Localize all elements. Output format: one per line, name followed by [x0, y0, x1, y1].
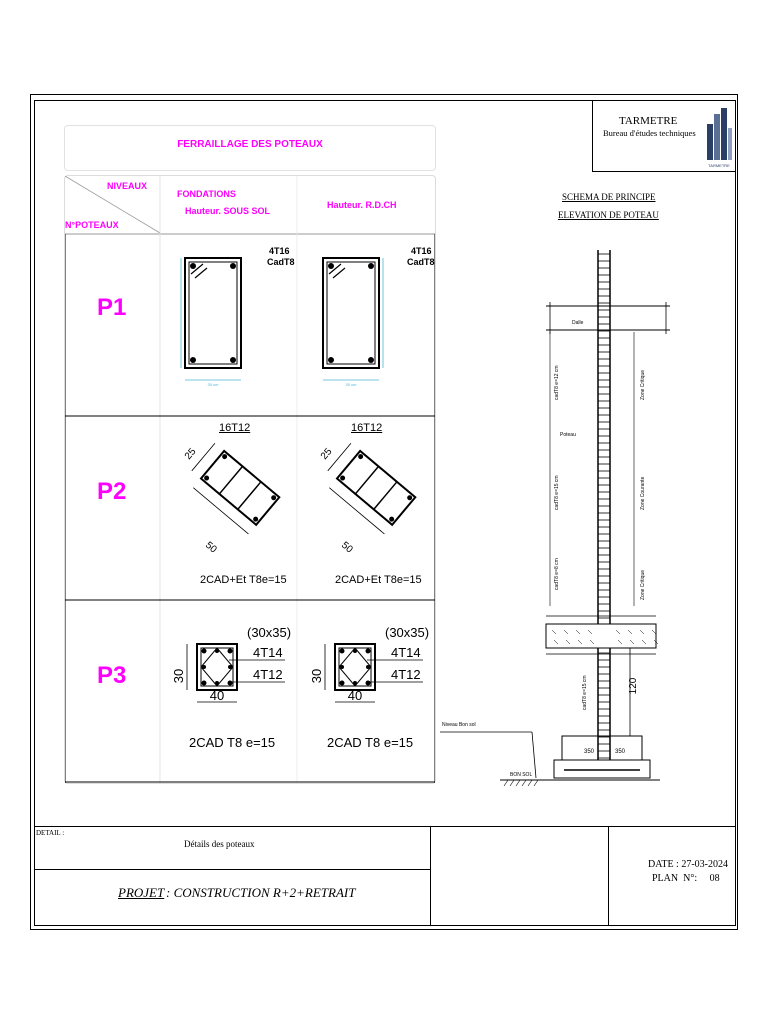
column-elevation-drawing: Dalle Poteau cadT8 e=12 cm cadT8 e=15 cm… — [440, 250, 670, 787]
p3-col2-stirrups: 2CAD T8 e=15 — [327, 735, 414, 750]
table-title: FERRAILLAGE DES POTEAUX — [64, 125, 436, 171]
dim-350-right: 350 — [615, 749, 626, 755]
row-label-p2: P2 — [97, 478, 127, 505]
rebar-table: NIVEAUX N°POTEAUX FONDATIONS Hauteur. SO… — [64, 175, 436, 784]
bon-sol-label: BON SOL — [510, 772, 532, 778]
projet-value: : CONSTRUCTION R+2+RETRAIT — [166, 885, 356, 900]
header-rdch: Hauteur. R.D.CH — [327, 200, 397, 210]
plan-number: PLAN N°: 08 — [652, 873, 720, 884]
p3-col2-height: 30 — [311, 669, 324, 683]
p3-col1-stirrups: 2CAD T8 e=15 — [189, 735, 276, 750]
left-label-3: cadT8 e=8 cm — [554, 558, 560, 590]
poteau-label: Poteau — [560, 432, 576, 438]
p2-col1-bottom: 2CAD+Et T8e=15 — [200, 574, 287, 586]
dalle-label: Dalle — [572, 320, 584, 326]
plan-date: DATE : 27-03-2024 — [648, 859, 728, 870]
company-name: TARMETRE — [619, 115, 678, 127]
dim-120: 120 — [628, 677, 639, 694]
logo-text: TARMETRE — [708, 163, 730, 168]
company-cartouche: TARMETRE Bureau d'études techniques TARM… — [592, 100, 736, 172]
svg-text:30 cm: 30 cm — [208, 382, 220, 387]
left-label-1: cadT8 e=12 cm — [554, 365, 560, 400]
footer-vline-2 — [608, 827, 609, 925]
p3-col2-section: (30x35) — [385, 625, 430, 640]
p1-col1-stirrups: CadT8 — [267, 257, 295, 267]
right-label-1: Zone Critique — [640, 370, 646, 400]
p2-col2-top: 16T12 — [351, 422, 383, 434]
p1-col1-bars: 4T16 — [269, 246, 290, 256]
p2-col2-dim-short: 25 — [319, 446, 335, 462]
footer-vline-1 — [430, 827, 431, 925]
header-npoteaux: N°POTEAUX — [65, 220, 119, 230]
footer-hline — [34, 869, 430, 870]
p2-col1-dim-long: 50 — [203, 540, 219, 556]
p3-section-col1: 30 40 4T14 4T12 — [173, 643, 285, 703]
column-ties — [598, 253, 610, 759]
row-label-p3: P3 — [97, 662, 127, 689]
building-logo-icon: TARMETRE — [707, 108, 732, 168]
schema-title-2: ELEVATION DE POTEAU — [558, 210, 659, 220]
footer-block: DETAIL : Détails des poteaux PROJET : CO… — [34, 826, 736, 926]
p3-col2-bars-b: 4T12 — [391, 667, 421, 682]
detail-value: Détails des poteaux — [184, 839, 255, 849]
left-label-2: cadT8 e=15 cm — [554, 475, 560, 510]
p3-col1-width: 40 — [210, 688, 224, 703]
projet-label: PROJET — [118, 885, 165, 900]
table-grid — [65, 176, 435, 783]
p2-col2-dim-long: 50 — [339, 540, 355, 556]
niveau-bon-sol-label: Niveau Bon sol — [442, 722, 476, 728]
left-label-lower: cadT8 e=15 cm — [582, 675, 588, 710]
p3-section-col2: 30 40 4T14 4T12 — [311, 643, 423, 703]
p3-col1-height: 30 — [173, 669, 186, 683]
p3-col2-bars-a: 4T14 — [391, 645, 421, 660]
right-label-2: Zone Courante — [640, 476, 646, 510]
row-label-p1: P1 — [97, 294, 127, 321]
svg-text:30 cm: 30 cm — [346, 382, 358, 387]
schema-title-1: SCHEMA DE PRINCIPE — [562, 192, 656, 202]
p3-col2-width: 40 — [348, 688, 362, 703]
p2-section-col1: 25 50 — [183, 442, 281, 556]
p1-section-col1: 30 cm — [180, 257, 242, 387]
dim-350-left: 350 — [584, 749, 595, 755]
p2-col2-bottom: 2CAD+Et T8e=15 — [335, 574, 422, 586]
p1-col2-bars: 4T16 — [411, 246, 432, 256]
p2-section-col2: 25 50 — [319, 442, 417, 556]
p2-col1-top: 16T12 — [219, 422, 251, 434]
p3-col1-section: (30x35) — [247, 625, 292, 640]
sheet-outer-border — [30, 94, 738, 930]
sheet-inner-border — [34, 100, 736, 926]
header-fondations: FONDATIONS — [177, 189, 236, 199]
right-label-3: Zone Critique — [640, 570, 646, 600]
company-subtitle: Bureau d'études techniques — [603, 128, 696, 138]
p2-col1-dim-short: 25 — [183, 446, 199, 462]
p1-col2-stirrups: CadT8 — [407, 257, 435, 267]
p3-col1-bars-a: 4T14 — [253, 645, 283, 660]
p3-col1-bars-b: 4T12 — [253, 667, 283, 682]
header-niveaux: NIVEAUX — [107, 181, 148, 191]
p1-section-col2: 30 cm — [322, 257, 384, 387]
detail-label: DETAIL : — [36, 829, 65, 837]
header-sous-sol: Hauteur. SOUS SOL — [185, 206, 271, 216]
